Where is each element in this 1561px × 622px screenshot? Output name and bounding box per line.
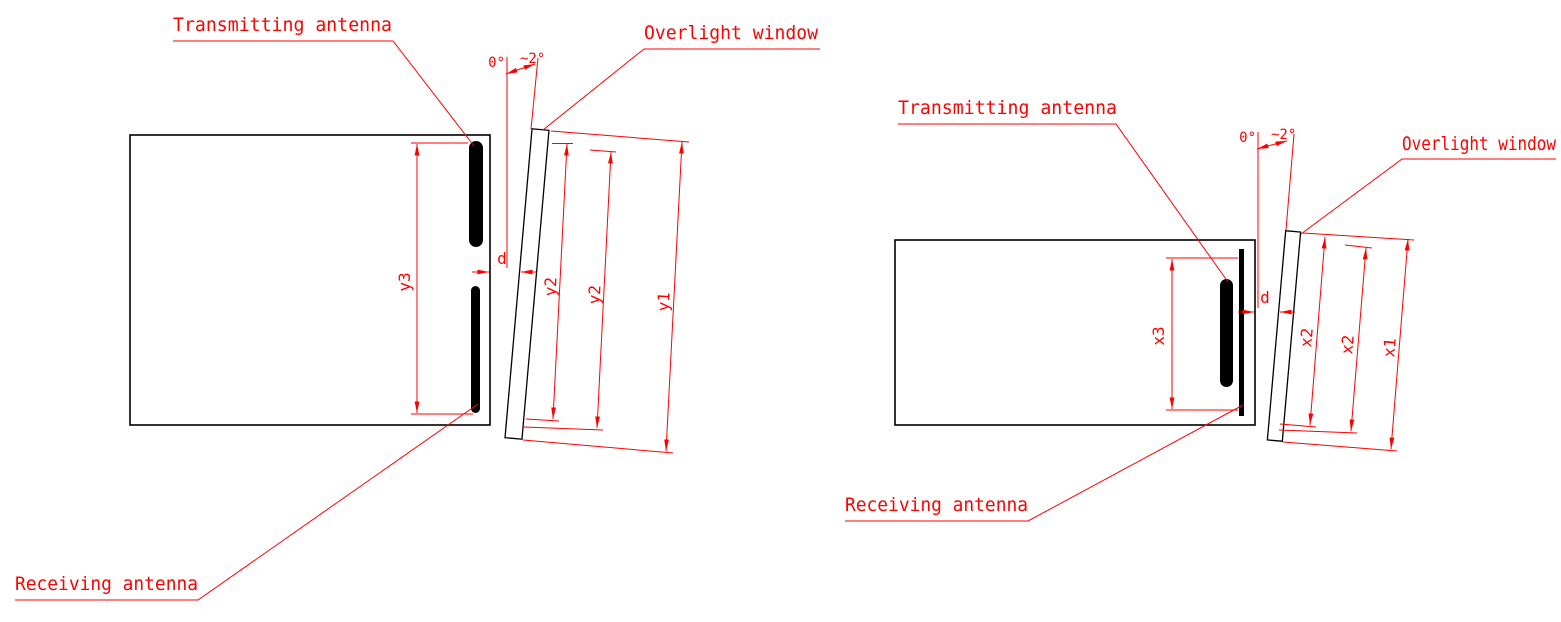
dim-label-x2b: x2 [1337,334,1358,355]
transmitting-antenna-label: Transmitting antenna [173,14,392,36]
device-body [129,134,491,426]
angle-tilted-line [1285,133,1295,231]
dim-label-d: d [497,249,507,268]
receiving-antenna-strip [1239,249,1244,416]
extension-line [522,439,674,454]
overlight-window-label: Overlight window [1402,133,1556,155]
angle-arc [505,63,536,75]
overlight-window-pane [1266,230,1302,442]
angle-zero-label: 0° [1239,130,1256,146]
transmitting-antenna-leader [898,123,1229,283]
overlight-window-label: Overlight window [644,22,819,44]
dim-label-x2a: x2 [1296,327,1317,348]
dimension-line-y2b [595,151,613,429]
extension-line [1344,244,1373,249]
extension-line [550,130,690,143]
extension-line [1282,441,1398,452]
angle-zero-label: 0° [488,55,505,71]
angle-range-label: ~2° [520,51,545,67]
extension-line [589,149,617,153]
angle-range-label: ~2° [1271,127,1296,143]
dimension-line-x2b [1349,247,1368,432]
receiving-antenna-bar [471,286,480,413]
transmitting-antenna-leader [173,40,475,147]
receiving-antenna-label: Receiving antenna [845,494,1028,516]
receiving-antenna-leader [845,404,1244,522]
dim-label-y3: y3 [395,272,414,291]
dimension-line-x1 [1389,238,1410,450]
transmitting-antenna-bar [469,141,483,247]
dimension-line-y1 [664,141,684,452]
receiving-antenna-label: Receiving antenna [15,573,198,595]
dim-label-x1: x1 [1379,337,1400,358]
dimension-line-x2a [1308,236,1327,426]
extension-line [1278,429,1358,434]
angle-arc [1256,140,1288,150]
angle-tilted-line [530,57,539,130]
transmitting-antenna-bar [1220,279,1233,387]
overlight-window-leader [542,48,820,131]
extension-line [1302,232,1415,241]
dim-label-y2a: y2 [541,277,561,297]
overlight-window-pane [504,128,550,440]
dim-label-d: d [1260,288,1270,307]
dim-label-y2b: y2 [585,285,605,305]
transmitting-antenna-label: Transmitting antenna [898,97,1117,119]
overlight-window-leader [1300,158,1556,235]
extension-line [523,426,604,431]
dim-label-x3: x3 [1149,326,1168,345]
extension-line [1279,423,1317,428]
left-view: Transmitting antenna Overlight window Re… [15,14,820,601]
device-body [894,239,1256,426]
receiving-antenna-leader [15,403,479,601]
right-view: Transmitting antenna Overlight window Re… [845,97,1556,522]
dim-label-y1: y1 [654,292,674,312]
extension-line [525,418,560,422]
dimension-line-y2a [551,143,569,420]
